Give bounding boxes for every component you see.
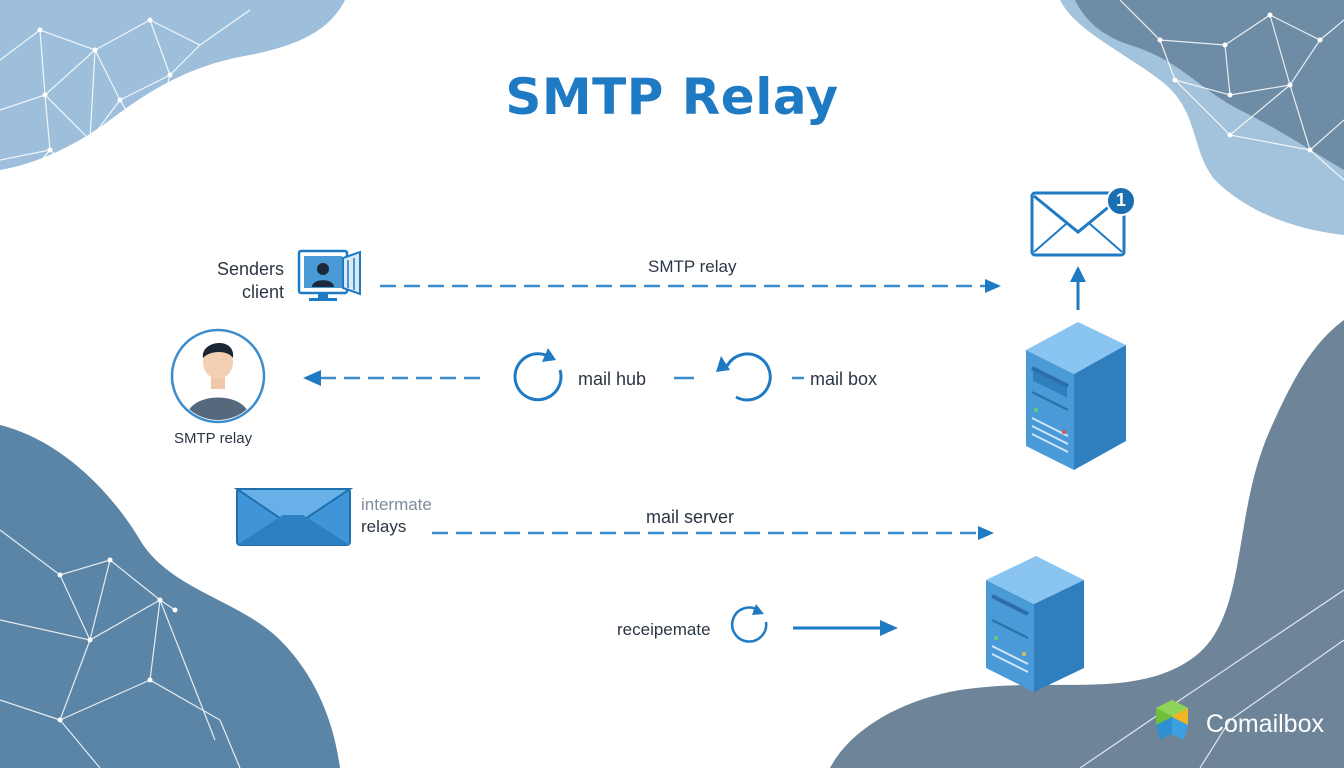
mesh-dots-top-right [1157,12,1323,153]
notification-badge [1106,186,1136,216]
refresh-icon [731,604,768,643]
arrowhead-smtp-relay [985,279,1001,293]
intermediate-line1: intermate [361,495,432,514]
notification-badge-count: 1 [1115,190,1126,210]
server-icon [986,556,1084,692]
smtp-relay-top-label: SMTP relay [648,257,737,276]
mail-server-label: mail server [646,507,735,527]
refresh-icon [716,352,772,402]
page-title: SMTP Relay [505,68,839,126]
user-avatar-icon [170,328,266,424]
mesh-dots-top-left [37,17,173,153]
mesh-dots-bottom-left [57,557,178,723]
senders-client-label: Senders client [196,258,284,304]
mesh-bottom-right [1079,589,1344,768]
recipient-label: receipemate [617,620,711,639]
intermediate-line2: relays [361,517,407,536]
blob-bottom-right [830,320,1344,768]
smtp-relay-user-label: SMTP relay [174,430,253,447]
brand-cube-icon [1156,700,1188,740]
blob-top-left [0,0,345,170]
intermediate-relays-label: intermate relays [361,494,432,538]
server-icon [1026,322,1126,470]
envelope-icon [233,488,354,546]
arrowhead-to-user [303,370,321,386]
connectors [303,266,1086,636]
refresh-icon [513,348,563,402]
mail-box-label: mail box [810,369,878,389]
mail-hub-label: mail hub [578,369,647,389]
blob-bottom-left [0,425,340,768]
brand-name: Comailbox [1205,710,1324,738]
monitor-user-icon [297,249,361,301]
envelope-notification-icon [1030,186,1136,257]
senders-client-line1: Senders [216,259,284,279]
senders-client-line2: client [241,282,284,302]
mesh-bottom-left [0,529,241,768]
blob-top-right-dark [1075,0,1344,170]
